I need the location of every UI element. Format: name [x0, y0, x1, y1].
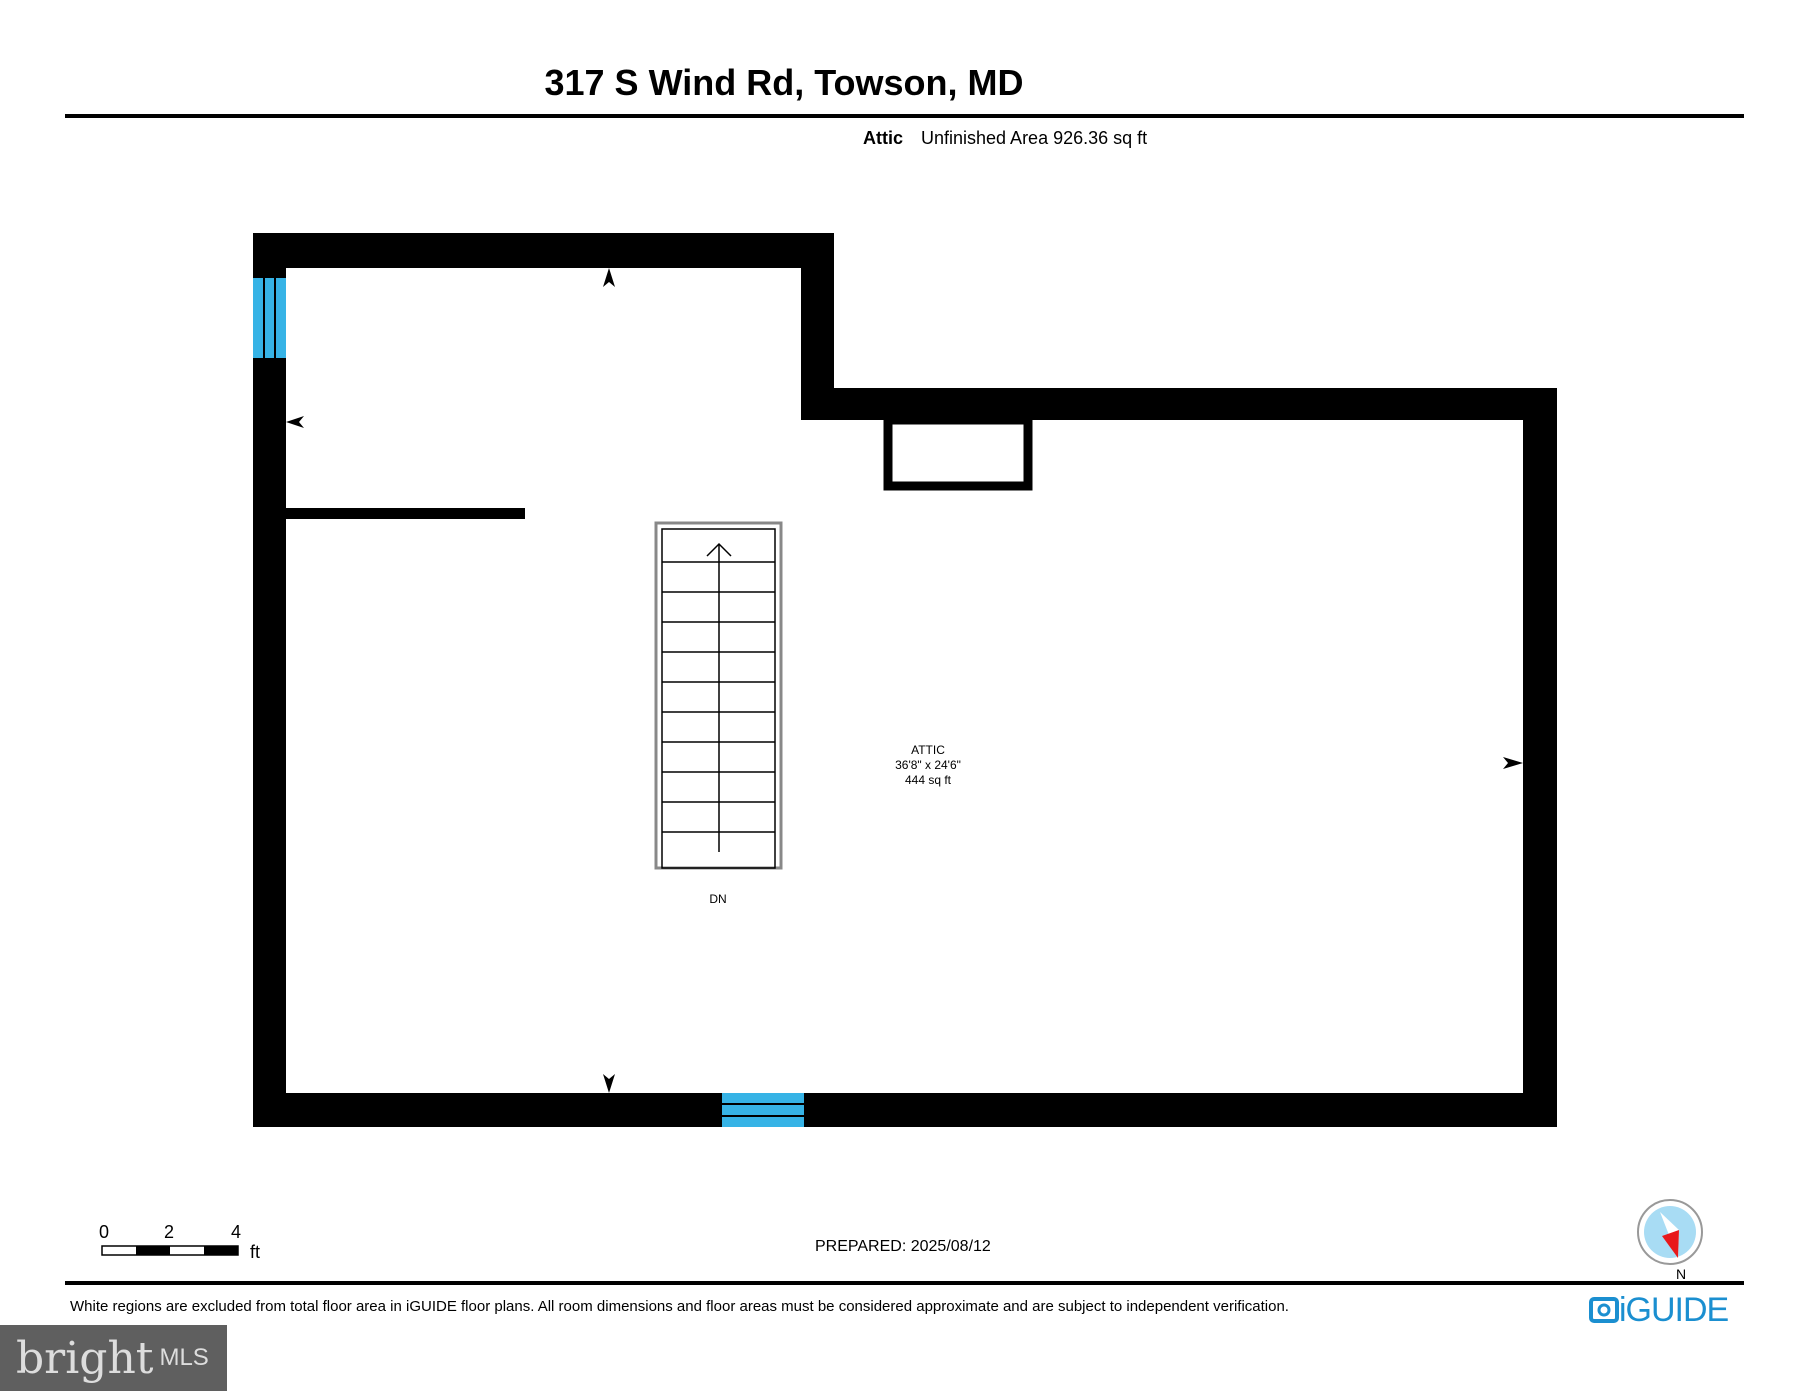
floor-summary: Attic Unfinished Area 926.36 sq ft — [863, 128, 1147, 149]
arrow-left-icon — [286, 416, 304, 428]
scale-label: 4 — [231, 1222, 242, 1242]
page-title: 317 S Wind Rd, Towson, MD — [544, 62, 1024, 103]
room-dimensions: 36'8" x 24'6" — [895, 758, 961, 772]
arrow-down-icon — [603, 1074, 615, 1093]
prepared-date: PREPARED: 2025/08/12 — [815, 1238, 991, 1255]
scale-label: 0 — [99, 1222, 110, 1242]
header-divider — [65, 114, 1744, 118]
compass-icon — [1637, 1199, 1703, 1265]
arrow-right-icon — [1503, 757, 1523, 769]
floor-area: Unfinished Area 926.36 sq ft — [921, 128, 1148, 148]
room-area: 444 sq ft — [905, 773, 952, 787]
chimney — [883, 415, 1033, 491]
room-name: ATTIC — [911, 743, 945, 757]
footer-divider — [65, 1281, 1744, 1285]
iguide-logo: iGUIDE — [1589, 1290, 1729, 1329]
window-left — [253, 278, 286, 358]
direction-arrows — [286, 268, 1523, 1093]
iguide-brand: iGUIDE — [1619, 1290, 1729, 1329]
arrow-up-icon — [603, 268, 615, 287]
compass-north-label: N — [1676, 1266, 1686, 1282]
disclaimer: White regions are excluded from total fl… — [70, 1298, 1289, 1315]
stairs-label: DN — [709, 892, 726, 906]
iguide-camera-icon — [1589, 1297, 1619, 1323]
window-bottom — [722, 1093, 804, 1127]
partition-wall — [286, 508, 525, 519]
watermark-brand: bright — [16, 1332, 154, 1384]
staircase — [654, 521, 783, 870]
scale-label: 2 — [164, 1222, 175, 1242]
bright-mls-watermark: bright MLS — [0, 1325, 227, 1391]
watermark-suffix: MLS — [159, 1344, 209, 1371]
floor-name: Attic — [863, 128, 903, 148]
scale-bar — [101, 1245, 239, 1256]
walls — [253, 233, 1557, 1127]
scale-unit: ft — [250, 1242, 260, 1262]
